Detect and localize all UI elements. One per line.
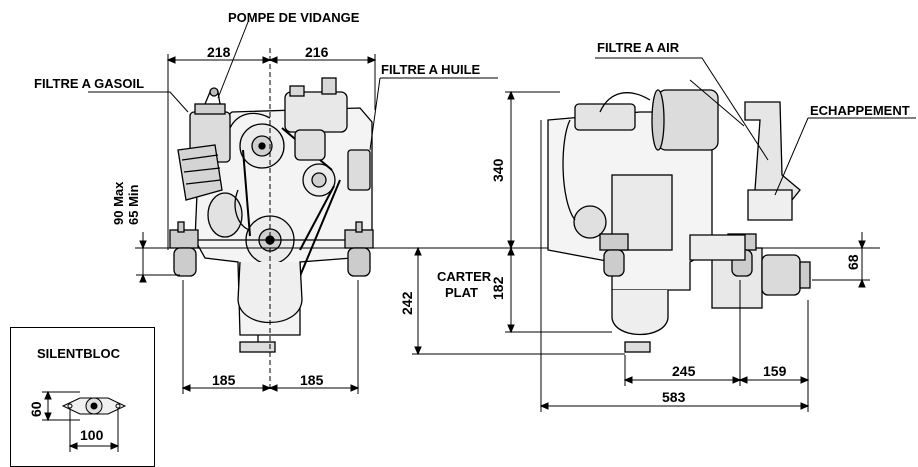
dim-silentbloc-width: 100: [80, 427, 104, 443]
label-filtre-a-gasoil: FILTRE A GASOIL: [34, 76, 145, 91]
dim-side-base-mid: 245: [672, 363, 696, 379]
front-view-dimensions: [88, 21, 498, 394]
label-plat: PLAT: [445, 285, 478, 300]
label-filtre-a-huile: FILTRE A HUILE: [381, 62, 481, 77]
label-silentbloc: SILENTBLOC: [37, 346, 121, 361]
label-filtre-a-air: FILTRE A AIR: [597, 40, 680, 55]
dim-front-bottom-left: 185: [212, 372, 236, 388]
dim-side-height-upper: 340: [490, 158, 506, 182]
label-carter: CARTER: [437, 269, 492, 284]
dim-flange-height: 68: [845, 254, 861, 270]
label-echappement: ECHAPPEMENT: [810, 103, 910, 118]
dim-carter-depth: 242: [399, 291, 415, 315]
dim-side-total-length: 583: [662, 389, 686, 405]
side-view-dimensions: [412, 57, 916, 412]
dim-side-height-lower: 182: [490, 276, 506, 300]
label-min: 65 Min: [126, 184, 141, 225]
front-view-engine: [169, 77, 374, 353]
dim-front-bottom-right: 185: [300, 372, 324, 388]
label-pompe-de-vidange: POMPE DE VIDANGE: [228, 10, 360, 25]
silentbloc-detail: [42, 390, 127, 452]
label-max: 90 Max: [111, 181, 126, 225]
dim-side-base-right: 159: [763, 363, 787, 379]
dim-front-top-left: 218: [207, 44, 231, 60]
dim-front-top-right: 216: [305, 44, 329, 60]
side-view-engine: [547, 89, 811, 353]
dim-silentbloc-height: 60: [28, 401, 44, 417]
